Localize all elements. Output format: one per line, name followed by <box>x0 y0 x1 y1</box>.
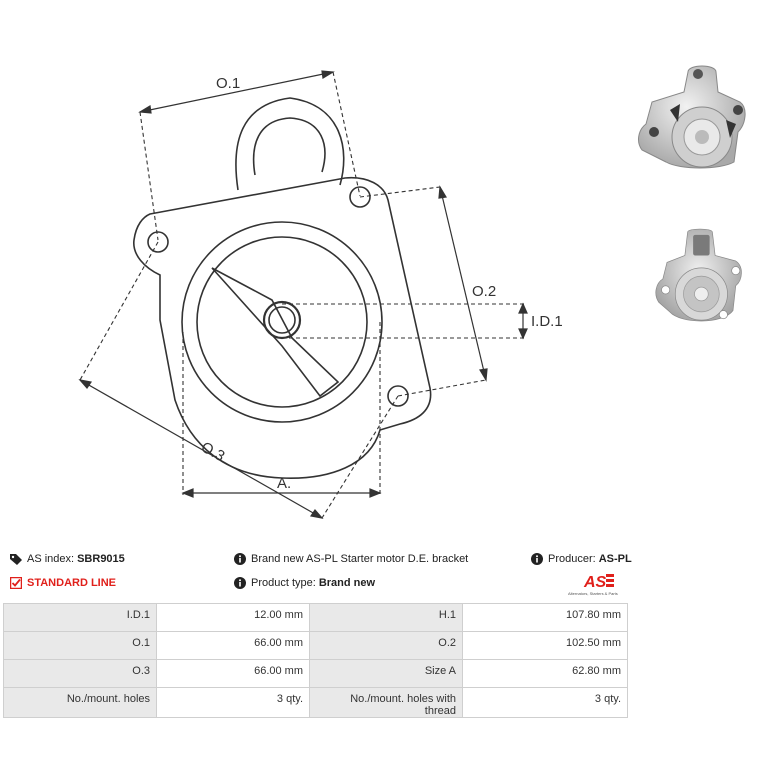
standard-line-badge: STANDARD LINE <box>10 576 116 590</box>
info-icon <box>531 553 543 565</box>
top-lug-inner <box>252 117 326 176</box>
producer-label: Producer: <box>548 553 596 565</box>
product-photo-rear <box>655 228 742 322</box>
standard-line-text: STANDARD LINE <box>27 577 117 589</box>
spec-value: 12.00 mm <box>156 603 310 632</box>
spec-key: I.D.1 <box>3 603 157 632</box>
product-type-value: Brand new <box>318 577 376 589</box>
top-lug-outer <box>235 97 345 191</box>
mount-hole-bottom <box>387 385 409 407</box>
spec-value: 66.00 mm <box>156 659 310 688</box>
spec-key: No./mount. holes <box>3 687 157 718</box>
spec-value: 66.00 mm <box>156 631 310 660</box>
as-pl-logo: AS Alternators, Starters & Parts <box>568 574 618 596</box>
producer: Producer: AS-PL <box>531 552 632 566</box>
as-index-label: AS index: <box>27 553 75 565</box>
as-index-value: SBR9015 <box>77 553 125 565</box>
spec-value: 3 qty. <box>462 687 628 718</box>
spec-key: No./mount. holes with thread <box>309 687 463 718</box>
product-type: Product type: Brand new <box>234 576 375 590</box>
spec-key: H.1 <box>309 603 463 632</box>
spec-value: 107.80 mm <box>462 603 628 632</box>
spec-value: 102.50 mm <box>462 631 628 660</box>
web-segment <box>211 267 340 398</box>
spec-key: Size A <box>309 659 463 688</box>
label-o1: O.1 <box>216 75 240 92</box>
product-type-label: Product type: <box>251 577 316 589</box>
product-photo-front <box>638 65 746 169</box>
spec-key: O.2 <box>309 631 463 660</box>
outer-ring <box>181 221 383 423</box>
info-icon <box>234 553 246 565</box>
spec-key: O.1 <box>3 631 157 660</box>
info-icon <box>234 577 246 589</box>
spec-value: 3 qty. <box>156 687 310 718</box>
producer-value: AS-PL <box>598 553 632 565</box>
label-a: A. <box>277 475 291 492</box>
checkbox-icon <box>10 577 22 589</box>
label-id1: I.D.1 <box>531 313 563 330</box>
description-text: Brand new AS-PL Starter motor D.E. brack… <box>251 553 469 565</box>
label-o2: O.2 <box>472 283 496 300</box>
logo-mark: AS <box>583 574 607 591</box>
mount-hole-left <box>147 231 169 253</box>
description: Brand new AS-PL Starter motor D.E. brack… <box>234 552 468 566</box>
inner-ring <box>196 236 368 408</box>
logo-tagline: Alternators, Starters & Parts <box>568 591 618 596</box>
tag-icon <box>10 554 22 565</box>
as-index: AS index: SBR9015 <box>10 552 125 566</box>
mount-hole-top <box>349 186 371 208</box>
spec-value: 62.80 mm <box>462 659 628 688</box>
spec-key: O.3 <box>3 659 157 688</box>
technical-drawing: O.1 O.2 O.3 I.D.1 A. <box>78 70 563 519</box>
flange-outline <box>133 176 432 479</box>
